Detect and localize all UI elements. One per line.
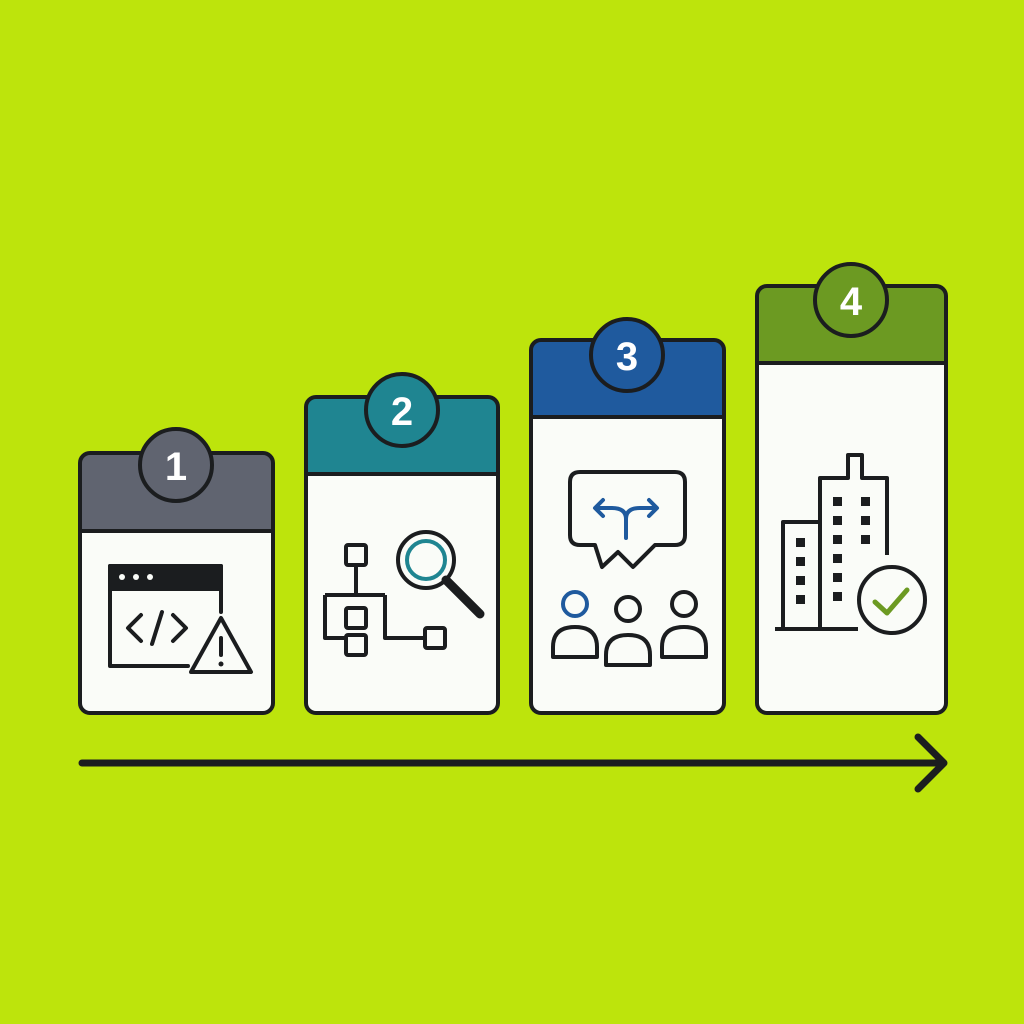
person-icon [660,625,708,659]
flowchart-search-icon [323,530,485,657]
step-number: 1 [165,445,187,489]
arrow-right-icon [78,733,948,793]
step-badge [813,262,889,338]
step-card-1: 1 [78,427,275,715]
step-badge [364,372,440,448]
person-icon [670,590,698,618]
step-card-3: 3 [529,317,726,715]
person-icon [551,625,599,659]
check-circle-icon [857,565,927,635]
checkmark-icon [872,587,910,616]
split-arrows-icon [593,498,659,540]
step-number: 4 [840,280,863,324]
person-icon [604,633,652,667]
person-icon [561,590,589,618]
step-number: 3 [616,335,638,379]
building-approved-icon [775,453,927,635]
step-card-4: 4 [755,262,948,715]
step-badge [589,317,665,393]
step-card-2: 2 [304,372,500,715]
code-window-warning-icon [108,564,253,674]
speech-bubble-icon [568,470,687,569]
team-decision-icon [551,470,708,667]
person-icon [614,595,642,623]
step-badge [138,427,214,503]
step-number: 2 [391,390,413,434]
building-icon [775,453,889,631]
